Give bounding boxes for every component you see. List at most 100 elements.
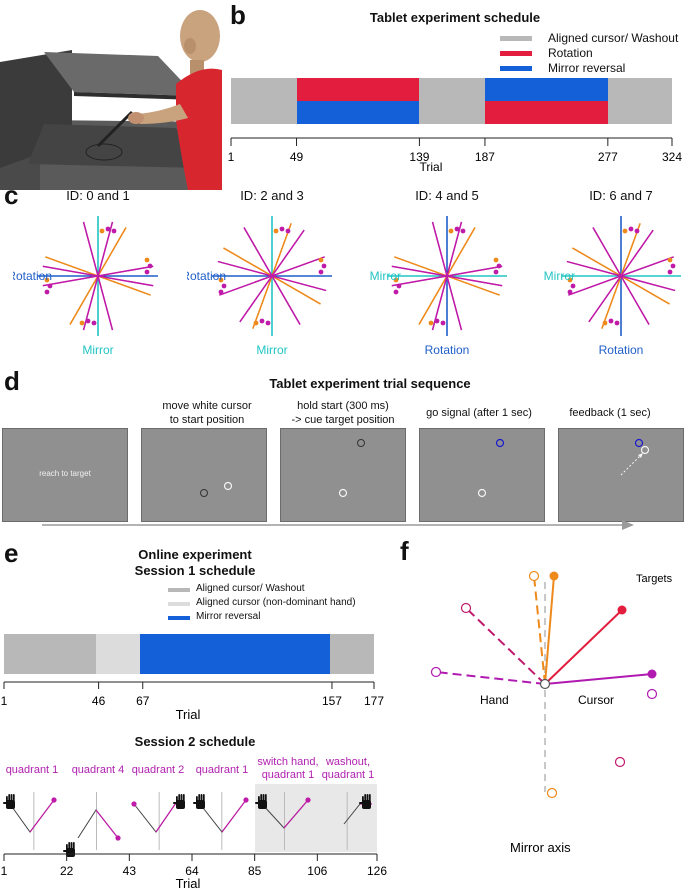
legend-label: Mirror reversal xyxy=(196,611,261,622)
target-dot xyxy=(218,277,224,283)
s2-tick-label: 106 xyxy=(307,864,327,878)
s1-axis-label: Trial xyxy=(176,707,201,720)
screen-caption-2: move white cursor to start position xyxy=(162,400,252,426)
target-dot xyxy=(147,263,153,269)
target-purple xyxy=(647,669,657,679)
vertical-axis-label: Rotation xyxy=(599,343,644,357)
target-dot xyxy=(243,797,249,803)
legend-swatch-mirror xyxy=(168,616,190,620)
tablet-setup-illustration xyxy=(0,0,222,190)
target-dot xyxy=(44,277,50,283)
screen-4-graphics xyxy=(477,438,505,498)
e-legend-aligned: Aligned cursor/ Washout xyxy=(168,583,383,597)
cursor-line-orange xyxy=(544,575,555,685)
screen-2-graphics xyxy=(200,481,233,497)
legend-swatch-mirror xyxy=(500,66,532,71)
legend-swatch-aligned-light xyxy=(168,602,190,606)
s2-block-label: quadrant 1 xyxy=(5,764,59,776)
target-line-magenta xyxy=(568,256,674,296)
s2-tick-label: 85 xyxy=(248,864,262,878)
hand-icon xyxy=(193,794,205,809)
target-dot xyxy=(454,226,460,232)
target-dot xyxy=(218,289,224,295)
online-title-2: Session 1 schedule xyxy=(134,563,256,578)
target-dot xyxy=(259,318,265,324)
target-dot xyxy=(144,257,150,263)
target-direction-panels: ID: 0 and 1RotationMirrorID: 2 and 3Rota… xyxy=(0,180,685,360)
hand-end-magenta xyxy=(460,602,472,614)
panel-label-d: d xyxy=(4,366,20,396)
e-legend: Aligned cursor/ Washout Aligned cursor (… xyxy=(168,583,383,625)
legend-label: Aligned cursor/ Washout xyxy=(548,31,679,45)
trial-screen-feedback xyxy=(558,428,684,522)
hand-end-purple xyxy=(430,666,442,678)
target-dot xyxy=(393,289,399,295)
panel-label-f: f xyxy=(400,536,409,566)
hand-label: Hand xyxy=(480,693,509,707)
s2-nondominant-shade xyxy=(255,784,377,852)
x-tick-label: 187 xyxy=(475,150,495,164)
target-dot xyxy=(608,318,614,324)
target-dot xyxy=(144,269,150,275)
trajectory xyxy=(9,799,55,833)
white-cursor xyxy=(338,488,348,498)
target-dot xyxy=(496,263,502,269)
mirror-target-red xyxy=(614,756,626,768)
x-tick-label: 324 xyxy=(662,150,682,164)
target-dot xyxy=(111,228,117,234)
target-dot xyxy=(321,263,327,269)
mirror-geometry-diagram: Targets Hand Cursor Mirror axis xyxy=(430,570,673,855)
s1-block-mirror xyxy=(140,634,330,674)
target-dot xyxy=(493,269,499,275)
target-dot xyxy=(614,320,620,326)
legend-swatch-rotation xyxy=(500,51,532,56)
block-mirror-bottom-1 xyxy=(297,101,419,124)
e-legend-aligned-nondominant: Aligned cursor (non-dominant hand) xyxy=(168,597,383,611)
legend-swatch-aligned xyxy=(500,36,532,41)
c-panel-title: ID: 6 and 7 xyxy=(589,188,653,203)
target-go xyxy=(495,438,505,448)
s2-tick-label: 126 xyxy=(367,864,387,878)
target-dot xyxy=(44,289,50,295)
screen-3-graphics xyxy=(338,439,365,498)
target-line-magenta xyxy=(219,256,325,296)
panel-label-b: b xyxy=(230,0,246,30)
horizontal-axis-label: Rotation xyxy=(187,269,226,283)
target-dot xyxy=(428,320,434,326)
target-dot xyxy=(448,228,454,234)
vertical-axis-label: Mirror xyxy=(82,343,113,357)
trajectory-cursor xyxy=(155,799,179,833)
s2-block-label: quadrant 4 xyxy=(71,764,125,776)
panel-label-c: c xyxy=(4,180,19,210)
legend-label: Rotation xyxy=(548,46,593,60)
s1-tick-label: 1 xyxy=(1,694,8,708)
x-tick-label: 49 xyxy=(290,150,304,164)
target-line-magenta xyxy=(391,265,503,287)
target-dot xyxy=(221,283,227,289)
b-legend-aligned: Aligned cursor/ Washout xyxy=(500,31,685,46)
c-panel-title: ID: 2 and 3 xyxy=(240,188,304,203)
target-dot xyxy=(318,269,324,275)
s2-tick-label: 1 xyxy=(1,864,8,878)
x-tick-label: 277 xyxy=(598,150,618,164)
trajectory xyxy=(77,809,119,839)
x-axis-label: Trial xyxy=(420,160,443,172)
legend-label: Mirror reversal xyxy=(548,61,626,75)
e-legend-mirror: Mirror reversal xyxy=(168,611,383,625)
mirror-axis-label: Mirror axis xyxy=(510,840,571,855)
trial-sequence-title: Tablet experiment trial sequence xyxy=(269,376,471,391)
hand-icon xyxy=(173,794,185,809)
trial-screen-go-signal xyxy=(419,428,545,522)
target-dot xyxy=(493,257,499,263)
target-dot xyxy=(253,320,259,326)
target-dot xyxy=(91,320,97,326)
target-dot xyxy=(85,318,91,324)
target-dot xyxy=(105,226,111,232)
c-panel-title: ID: 4 and 5 xyxy=(415,188,479,203)
s1-block-aligned-nondominant xyxy=(96,634,140,674)
vertical-axis-label: Rotation xyxy=(425,343,470,357)
